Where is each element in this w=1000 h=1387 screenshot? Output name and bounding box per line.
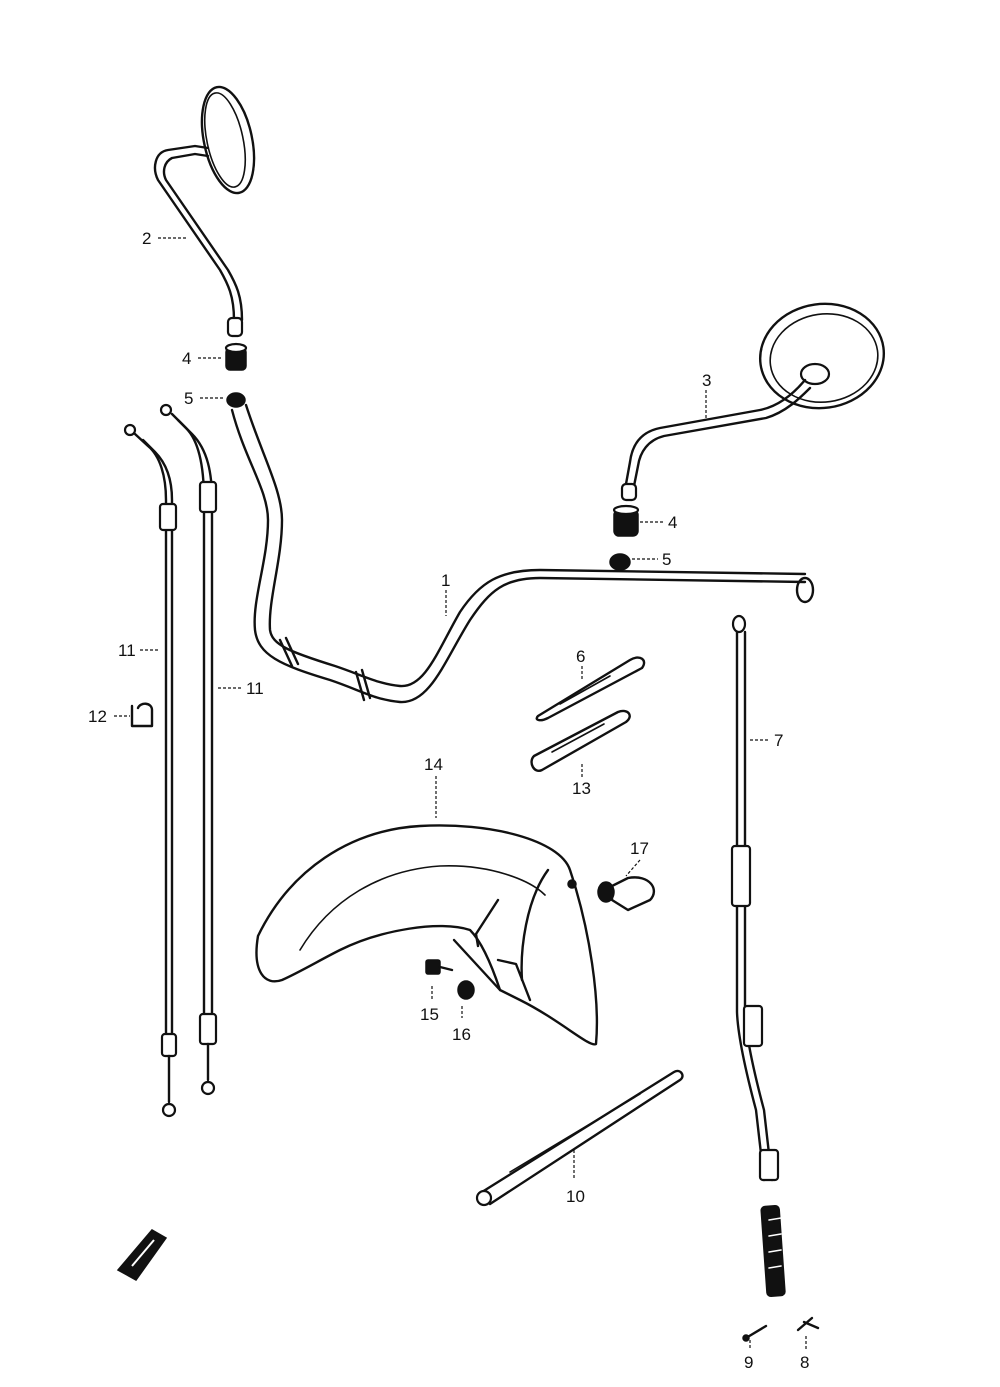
front-fender — [255, 824, 599, 1046]
callout-4-right: 4 — [668, 513, 677, 532]
strap-6 — [535, 656, 646, 722]
callout-14: 14 — [424, 755, 443, 774]
callout-2: 2 — [142, 229, 151, 248]
callout-12: 12 — [88, 707, 107, 726]
cable-left — [123, 423, 178, 1118]
handlebar — [230, 403, 815, 704]
strap-13 — [530, 709, 631, 772]
cable-7 — [730, 614, 786, 1297]
callout-3: 3 — [702, 371, 711, 390]
bolt-15 — [425, 959, 454, 975]
callout-5-left: 5 — [184, 389, 193, 408]
callout-17: 17 — [630, 839, 649, 858]
cable-right — [159, 403, 218, 1096]
callout-5-right: 5 — [662, 550, 671, 569]
fender-stay-10 — [475, 1069, 684, 1207]
mirror-right — [620, 302, 886, 502]
pin-9 — [742, 1324, 768, 1342]
callout-16: 16 — [452, 1025, 471, 1044]
callout-4-left: 4 — [182, 349, 191, 368]
callout-11-right: 11 — [246, 679, 264, 698]
washer-left — [226, 392, 246, 408]
cable-clamp — [130, 702, 154, 728]
callout-11-left: 11 — [118, 641, 136, 660]
callout-7: 7 — [774, 731, 783, 750]
mirror-left — [153, 85, 256, 338]
front-direction-arrow-icon — [116, 1229, 168, 1281]
callout-8: 8 — [800, 1353, 809, 1372]
callout-15: 15 — [420, 1005, 439, 1024]
callout-10: 10 — [566, 1187, 585, 1206]
washer-right — [609, 553, 631, 571]
callout-9: 9 — [744, 1353, 753, 1372]
adjuster-nut-left — [224, 342, 248, 371]
adjuster-nut-right — [612, 504, 640, 537]
callout-6: 6 — [576, 647, 585, 666]
reflector-17 — [597, 876, 656, 912]
washer-16 — [457, 980, 475, 1000]
callout-1: 1 — [441, 571, 450, 590]
cotter-pin-8 — [796, 1316, 820, 1332]
callout-13: 13 — [572, 779, 591, 798]
leader-lines — [114, 237, 807, 1350]
